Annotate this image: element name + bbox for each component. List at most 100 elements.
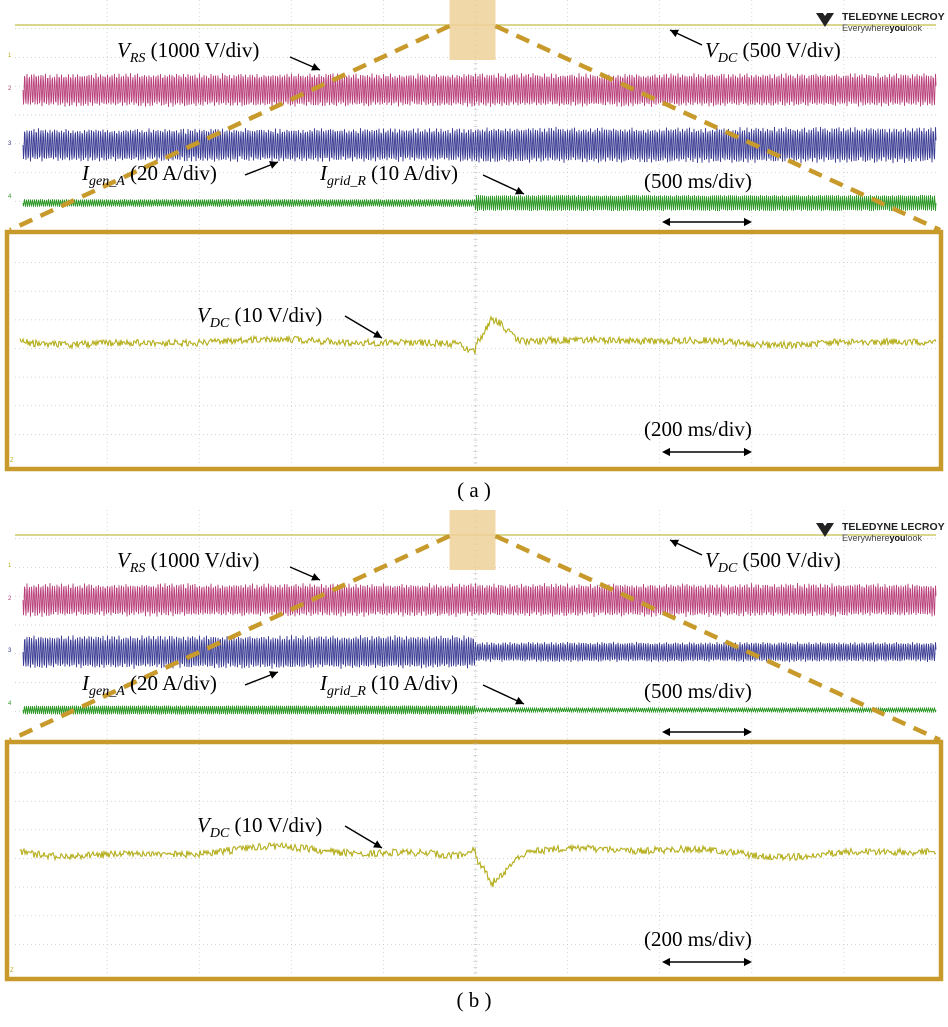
logo-mark-inner [820,9,830,16]
channel-marker-igrid: 4 [8,194,12,200]
arrowhead [743,217,752,227]
label-timebase-zoom: (200 ms/div) [644,927,752,951]
igrid-trace [22,705,937,715]
channel-marker-vdc: 1 [8,53,12,59]
label-igrid: Igrid_R (10 A/div) [319,161,458,189]
tagline-bold: you [890,533,906,543]
zoom-guide-right [494,23,941,233]
arrowhead [515,186,524,195]
zoom-highlight [449,0,496,60]
label-scale: (10 V/div) [229,303,322,327]
zoom-guide-left [9,533,451,743]
label-subscript: grid_R [327,684,366,699]
arrow-vdc [669,29,703,46]
igen-trace [22,126,937,164]
brand-tagline: Everywhereyoulook [842,533,923,543]
channel-marker-igen: 3 [8,648,12,654]
vdc-zoom-trace [19,841,937,888]
arrowhead [269,161,278,169]
arrowhead [269,671,278,679]
brand-tagline: Everywhereyoulook [842,23,923,33]
arrowhead [670,539,679,548]
arrow-vdc [669,539,703,556]
label-symbol: V [705,38,720,62]
label-scale: (10 V/div) [229,813,322,837]
arrow-igen [244,671,279,686]
label-vdc-zoom: VDC (10 V/div) [197,303,322,331]
arrowhead [662,217,671,227]
arrowhead [515,696,524,705]
label-timebase-top: (500 ms/div) [644,169,752,193]
arrowhead [662,447,671,457]
zoom-highlight [449,510,496,570]
label-vrs: VRS (1000 V/div) [117,38,259,66]
label-vrs: VRS (1000 V/div) [117,548,259,576]
label-igen: Igen_A (20 A/div) [81,671,217,699]
vrs-trace [22,73,937,107]
arrowhead [373,840,382,848]
label-subscript: DC [717,51,738,66]
timebase-arrow-zoom [662,957,752,967]
tagline-pre: Everywhere [842,23,890,33]
label-scale: (10 A/div) [366,671,458,695]
arrow-vdc-zoom [344,825,383,849]
zoom-scope-grid [15,743,936,974]
igrid-trace [22,194,937,212]
arrow-vrs [289,566,321,581]
arrowhead [662,957,671,967]
channel-marker-vrs: 2 [8,596,12,602]
logo-mark-inner [820,519,830,526]
brand-name: TELEDYNE LECROY [842,521,945,533]
zoom-guide-right [494,533,941,743]
label-vdc: VDC (500 V/div) [705,38,841,66]
igen-trace [22,635,937,669]
tagline-pre: Everywhere [842,533,890,543]
tagline-bold: you [890,23,906,33]
label-subscript: gen_A [89,174,125,189]
label-scale: (1000 V/div) [145,38,259,62]
channel-marker-igrid: 4 [8,701,12,707]
arrowhead [311,63,320,71]
label-symbol: V [705,548,720,572]
arrowhead [743,957,752,967]
arrow-vdc-zoom [344,315,383,339]
label-subscript: DC [717,561,738,576]
tagline-post: look [906,23,923,33]
logo-mark-icon [816,523,834,537]
zoom-guide-left [9,23,451,233]
label-timebase-zoom: (200 ms/div) [644,417,752,441]
label-symbol: I [81,671,90,695]
vdc-zoom-trace [19,315,937,355]
label-scale: (500 V/div) [737,38,840,62]
panel-caption: ( b ) [457,988,492,1012]
label-timebase-top: (500 ms/div) [644,679,752,703]
label-vdc: VDC (500 V/div) [705,548,841,576]
vrs-trace [22,582,937,618]
label-symbol: V [117,548,132,572]
arrowhead [670,29,679,38]
timebase-arrow-top [662,727,752,737]
channel-marker-zoom: Z [10,968,14,974]
panel-caption: ( a ) [457,478,491,502]
brand-name: TELEDYNE LECROY [842,11,945,23]
arrowhead [743,447,752,457]
channel-marker-vrs: 2 [8,86,12,92]
label-subscript: gen_A [89,684,125,699]
label-scale: (20 A/div) [125,161,217,185]
arrowhead [311,573,320,581]
label-symbol: I [319,671,328,695]
label-symbol: V [197,303,212,327]
label-scale: (20 A/div) [125,671,217,695]
label-subscript: RS [129,561,146,576]
label-scale: (500 V/div) [737,548,840,572]
arrowhead [743,727,752,737]
label-subscript: DC [209,826,230,841]
label-vdc-zoom: VDC (10 V/div) [197,813,322,841]
label-symbol: V [117,38,132,62]
channel-marker-zoom: Z [10,458,14,464]
label-subscript: grid_R [327,174,366,189]
arrowhead [373,330,382,338]
logo-mark-icon [816,13,834,27]
